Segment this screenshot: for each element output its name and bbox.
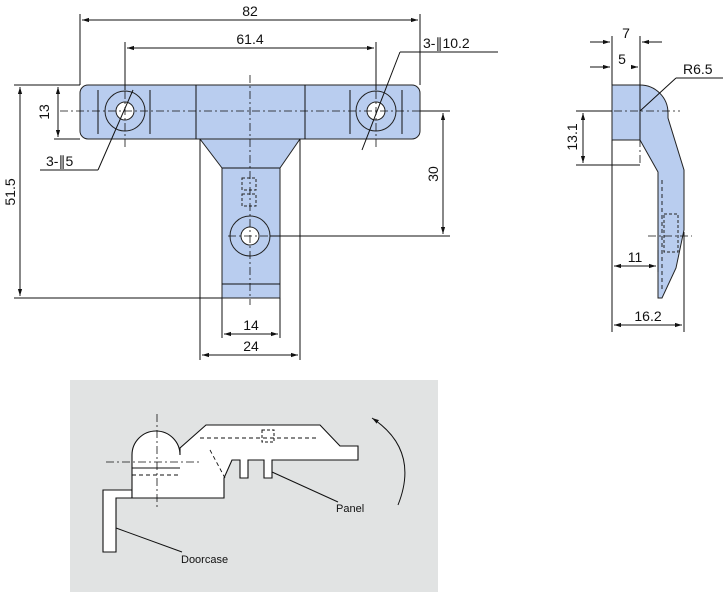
dim-hole-spacing: 61.4: [236, 31, 263, 47]
dim-flange-height: 13: [36, 104, 52, 120]
dim-stem-inner-width: 14: [243, 317, 259, 333]
dim-side-radius: R6.5: [683, 61, 713, 77]
dim-side-depth-16: 16.2: [634, 308, 661, 324]
dim-stem-outer-width: 24: [243, 338, 259, 354]
dim-side-height: 13.1: [564, 123, 580, 150]
dim-side-width-5: 5: [618, 51, 626, 67]
dim-large-holes: 3-∥10.2: [423, 35, 470, 51]
installation-view: Panel Doorcase: [70, 380, 438, 592]
label-doorcase: Doorcase: [181, 554, 228, 566]
label-panel: Panel: [336, 503, 364, 515]
side-view: 7 5 R6.5 13.1 11 16.2: [564, 25, 723, 332]
installation-background: [70, 380, 438, 592]
hinge-shape: [131, 424, 359, 499]
dim-small-holes: 3-∥5: [46, 153, 73, 169]
dim-total-height: 51.5: [2, 178, 18, 205]
dim-overall-width: 82: [242, 3, 258, 19]
dim-side-width-7: 7: [622, 25, 630, 41]
dim-stem-hole-offset: 30: [425, 166, 441, 182]
front-view: 82 61.4 3-∥10.2 3-∥5 13 51.5 30 14: [2, 3, 498, 360]
dim-side-depth-11: 11: [628, 249, 643, 265]
